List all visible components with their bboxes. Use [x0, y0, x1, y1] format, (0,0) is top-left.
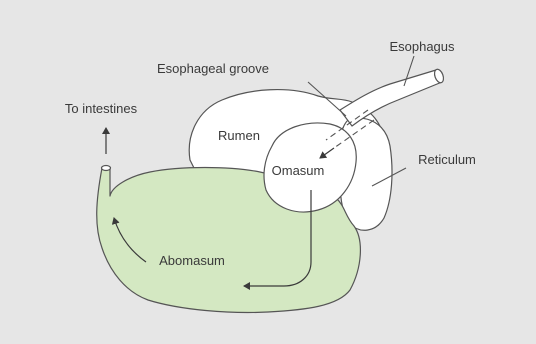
omasum-label: Omasum	[272, 163, 325, 178]
to-intestines-label: To intestines	[65, 101, 138, 116]
reticulum-label: Reticulum	[418, 152, 476, 167]
esophagus-tube	[340, 70, 442, 126]
esophagus-label: Esophagus	[389, 39, 455, 54]
abomasum-label: Abomasum	[159, 253, 225, 268]
intestine-outlet	[102, 166, 111, 171]
rumen-label: Rumen	[218, 128, 260, 143]
esophageal-groove-label: Esophageal groove	[157, 61, 269, 76]
